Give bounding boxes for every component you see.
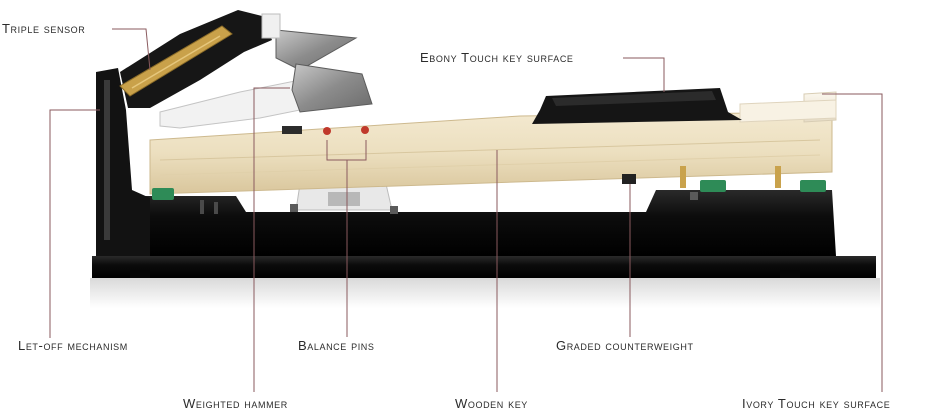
frame-highlight bbox=[104, 80, 110, 240]
leader-triple-sensor bbox=[112, 28, 151, 71]
key-rail bbox=[142, 190, 836, 256]
label-triple-sensor: Triple sensor bbox=[2, 21, 86, 36]
rail-screw-1 bbox=[200, 200, 204, 214]
label-weighted-hammer: Weighted hammer bbox=[183, 396, 288, 411]
support-slot bbox=[328, 192, 360, 206]
felt-pad-2 bbox=[700, 180, 726, 192]
ebony-key-shine bbox=[552, 91, 716, 106]
label-ivory-touch: Ivory Touch key surface bbox=[742, 396, 891, 411]
balance-pin-right bbox=[361, 126, 369, 134]
leader-ivory-touch bbox=[822, 93, 883, 392]
wood-grain-2 bbox=[159, 154, 821, 176]
ivory-key-top bbox=[739, 99, 837, 123]
damper-block bbox=[282, 126, 302, 134]
felt-pad-3 bbox=[800, 180, 826, 192]
floor-shadow bbox=[90, 278, 880, 308]
leader-weighted-hammer bbox=[253, 87, 290, 392]
leader-ebony-touch bbox=[623, 57, 665, 92]
balance-pin-left bbox=[323, 127, 331, 135]
label-ebony-touch: Ebony Touch key surface bbox=[420, 50, 574, 65]
hammer-weight-lower bbox=[291, 63, 373, 113]
base-foot-left bbox=[130, 270, 150, 278]
hammer-weight-upper bbox=[275, 29, 358, 71]
rail-screw-5 bbox=[690, 192, 698, 200]
rail-screw-3 bbox=[290, 204, 298, 212]
label-let-off: Let-off mechanism bbox=[18, 338, 128, 353]
base-foot-right bbox=[780, 270, 800, 278]
rail-screw-2 bbox=[214, 202, 218, 214]
shank-tip bbox=[261, 13, 281, 39]
hammer-shank bbox=[120, 10, 272, 108]
leader-let-off bbox=[49, 109, 100, 338]
label-balance-pins: Balance pins bbox=[298, 338, 375, 353]
spring-1 bbox=[680, 166, 686, 188]
base-plate bbox=[92, 256, 876, 278]
sensor-trace bbox=[131, 35, 221, 89]
wood-grain-1 bbox=[159, 139, 821, 161]
leader-lines bbox=[49, 28, 883, 392]
label-graded-counterweight: Graded counterweight bbox=[556, 338, 694, 353]
label-wooden-key: Wooden key bbox=[455, 396, 528, 411]
rail-screw-4 bbox=[390, 206, 398, 214]
spring-2 bbox=[775, 166, 781, 188]
graded-counterweight-block bbox=[622, 174, 636, 184]
wooden-key bbox=[149, 111, 833, 195]
felt-pad-1 bbox=[152, 188, 174, 200]
